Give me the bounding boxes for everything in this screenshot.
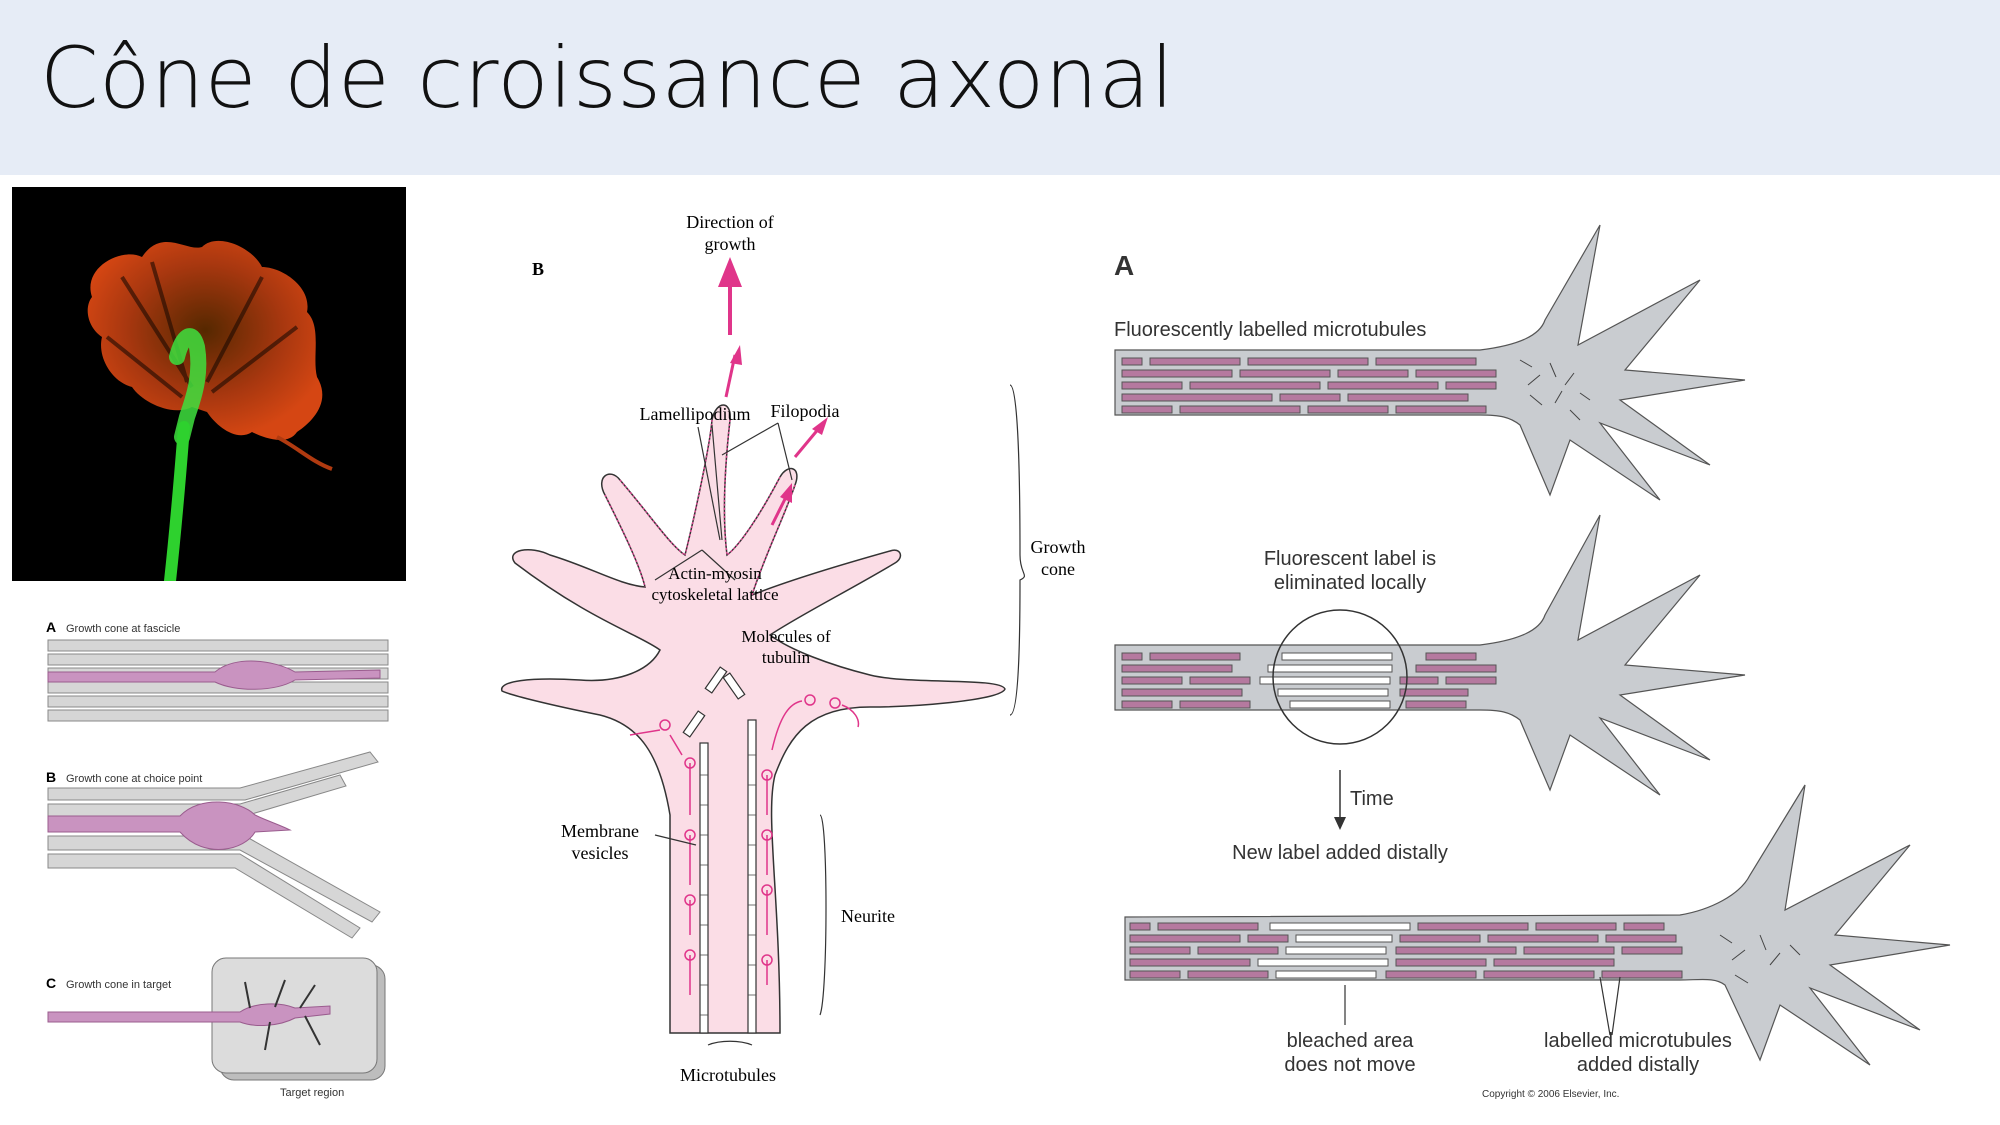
- tubulin-label-2: tubulin: [762, 648, 811, 667]
- membrane-label-1: Membrane: [561, 821, 639, 841]
- bleached-label-1: bleached area: [1287, 1030, 1415, 1052]
- microtubule-labelling-panel: A Fluorescently labelled microtubules Fl…: [1100, 195, 1980, 1115]
- axon-row-1: [1114, 224, 1746, 501]
- cone-panel-letter: B: [532, 259, 544, 279]
- direction-arrow-icon: [718, 257, 742, 287]
- slide-title: Cône de croissance axonal: [40, 29, 1175, 127]
- micrograph-image: [87, 240, 333, 587]
- growth-cone-drawing: B Direction of growth: [501, 212, 1086, 1085]
- growth-cone-diagram: B Direction of growth: [490, 195, 1110, 1095]
- fascicle-label-a: Growth cone at fascicle: [66, 623, 180, 635]
- tubule-panel-letter: A: [1114, 250, 1134, 281]
- labelled-label-1: labelled microtubules: [1544, 1030, 1732, 1052]
- target-region-box: [47, 957, 386, 1081]
- choice-point-bundle: [47, 751, 381, 939]
- growth-cone-micrograph: [12, 187, 406, 587]
- lamellipodium-label: Lamellipodium: [640, 404, 751, 424]
- neurite-label: Neurite: [841, 906, 895, 926]
- bleach-circle: [1272, 609, 1408, 745]
- title-band: [0, 0, 2000, 175]
- growth-cone-label-2: cone: [1041, 559, 1075, 579]
- bleached-label-2: does not move: [1284, 1054, 1415, 1076]
- growth-cone-guidance-panel: A Growth cone at fascicle B Growth cone …: [40, 610, 400, 1110]
- time-arrow-icon: [1334, 817, 1346, 830]
- filopodia-label: Filopodia: [770, 401, 839, 421]
- copyright-label: Copyright © 2006 Elsevier, Inc.: [1482, 1089, 1619, 1100]
- axon-row-2: [1114, 514, 1746, 796]
- time-label: Time: [1350, 788, 1394, 810]
- direction-label-2: growth: [705, 234, 756, 254]
- actin-label-2: cytoskeletal lattice: [652, 585, 779, 604]
- labelled-label-2: added distally: [1577, 1054, 1699, 1076]
- microtubule-drawing: A Fluorescently labelled microtubules Fl…: [1114, 224, 1951, 1100]
- fascicle-bundle: [47, 639, 389, 722]
- fascicle-letter-a: A: [46, 619, 56, 635]
- membrane-label-2: vesicles: [572, 843, 629, 863]
- target-region-label: Target region: [280, 1087, 344, 1099]
- tubulin-label-1: Molecules of: [741, 627, 831, 646]
- direction-label-1: Direction of: [686, 212, 773, 232]
- fascicle-letter-c: C: [46, 975, 56, 991]
- eliminated-label-2: eliminated locally: [1274, 572, 1426, 594]
- fascicle-letter-b: B: [46, 769, 56, 785]
- axon-row-3: [1124, 784, 1951, 1066]
- new-label-label: New label added distally: [1232, 842, 1448, 864]
- fascicle-label-b: Growth cone at choice point: [66, 773, 202, 785]
- fluorescent-label: Fluorescently labelled microtubules: [1114, 319, 1426, 341]
- growth-cone-label-1: Growth: [1031, 537, 1086, 557]
- eliminated-label-1: Fluorescent label is: [1264, 548, 1436, 570]
- actin-label-1: Actin-myosin: [668, 564, 762, 583]
- fascicle-label-c: Growth cone in target: [66, 979, 171, 991]
- guidance-drawing: A Growth cone at fascicle B Growth cone …: [46, 619, 389, 1099]
- microtubules-label: Microtubules: [680, 1065, 776, 1085]
